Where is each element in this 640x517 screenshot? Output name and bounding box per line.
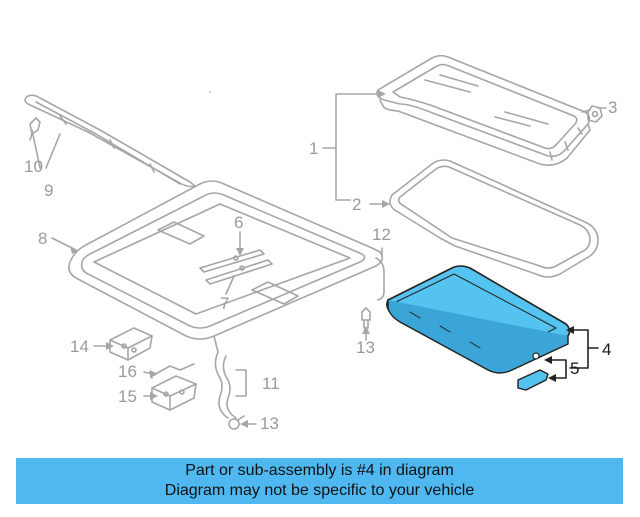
banner-line-1: Part or sub-assembly is #4 in diagram bbox=[185, 462, 454, 479]
callout-9: 9 bbox=[44, 181, 54, 200]
clamp-part bbox=[228, 415, 245, 430]
callout-10: 10 bbox=[24, 157, 43, 176]
motor-bracket-part bbox=[109, 327, 153, 361]
sunshade-part bbox=[386, 265, 571, 374]
callout-13-lower: 13 bbox=[260, 414, 279, 433]
info-banner: Part or sub-assembly is #4 in diagram Di… bbox=[16, 458, 623, 504]
callout-7: 7 bbox=[220, 294, 230, 313]
deflector-part bbox=[24, 94, 196, 188]
cable-part bbox=[149, 363, 195, 379]
callout-16: 16 bbox=[118, 362, 137, 381]
banner-line-2: Diagram may not be specific to your vehi… bbox=[164, 482, 475, 499]
clip-part bbox=[581, 105, 603, 123]
callout-6: 6 bbox=[234, 213, 244, 232]
callout-13-upper: 13 bbox=[356, 338, 375, 357]
callout-3: 3 bbox=[608, 98, 618, 117]
callout-1: 1 bbox=[309, 139, 319, 158]
plate-part bbox=[151, 375, 197, 411]
callout-12: 12 bbox=[372, 225, 391, 244]
arrowheads bbox=[70, 90, 390, 428]
callout-5: 5 bbox=[570, 359, 580, 378]
screw-part bbox=[361, 307, 371, 329]
rail-part bbox=[199, 249, 273, 285]
callout-11: 11 bbox=[262, 374, 280, 393]
handle-part bbox=[517, 352, 549, 391]
callout-15: 15 bbox=[118, 387, 137, 406]
callout-8: 8 bbox=[38, 229, 48, 248]
drain-tube-part bbox=[375, 257, 385, 301]
bracket-10-part bbox=[29, 117, 41, 141]
callout-2: 2 bbox=[352, 195, 362, 214]
seal-part bbox=[389, 159, 599, 278]
callout-4: 4 bbox=[602, 340, 612, 359]
arrowheads-dark bbox=[544, 326, 574, 382]
drain-hose-part bbox=[214, 351, 237, 419]
glass-panel-part bbox=[376, 54, 591, 166]
frame-part bbox=[68, 180, 384, 353]
callout-14: 14 bbox=[70, 337, 89, 356]
